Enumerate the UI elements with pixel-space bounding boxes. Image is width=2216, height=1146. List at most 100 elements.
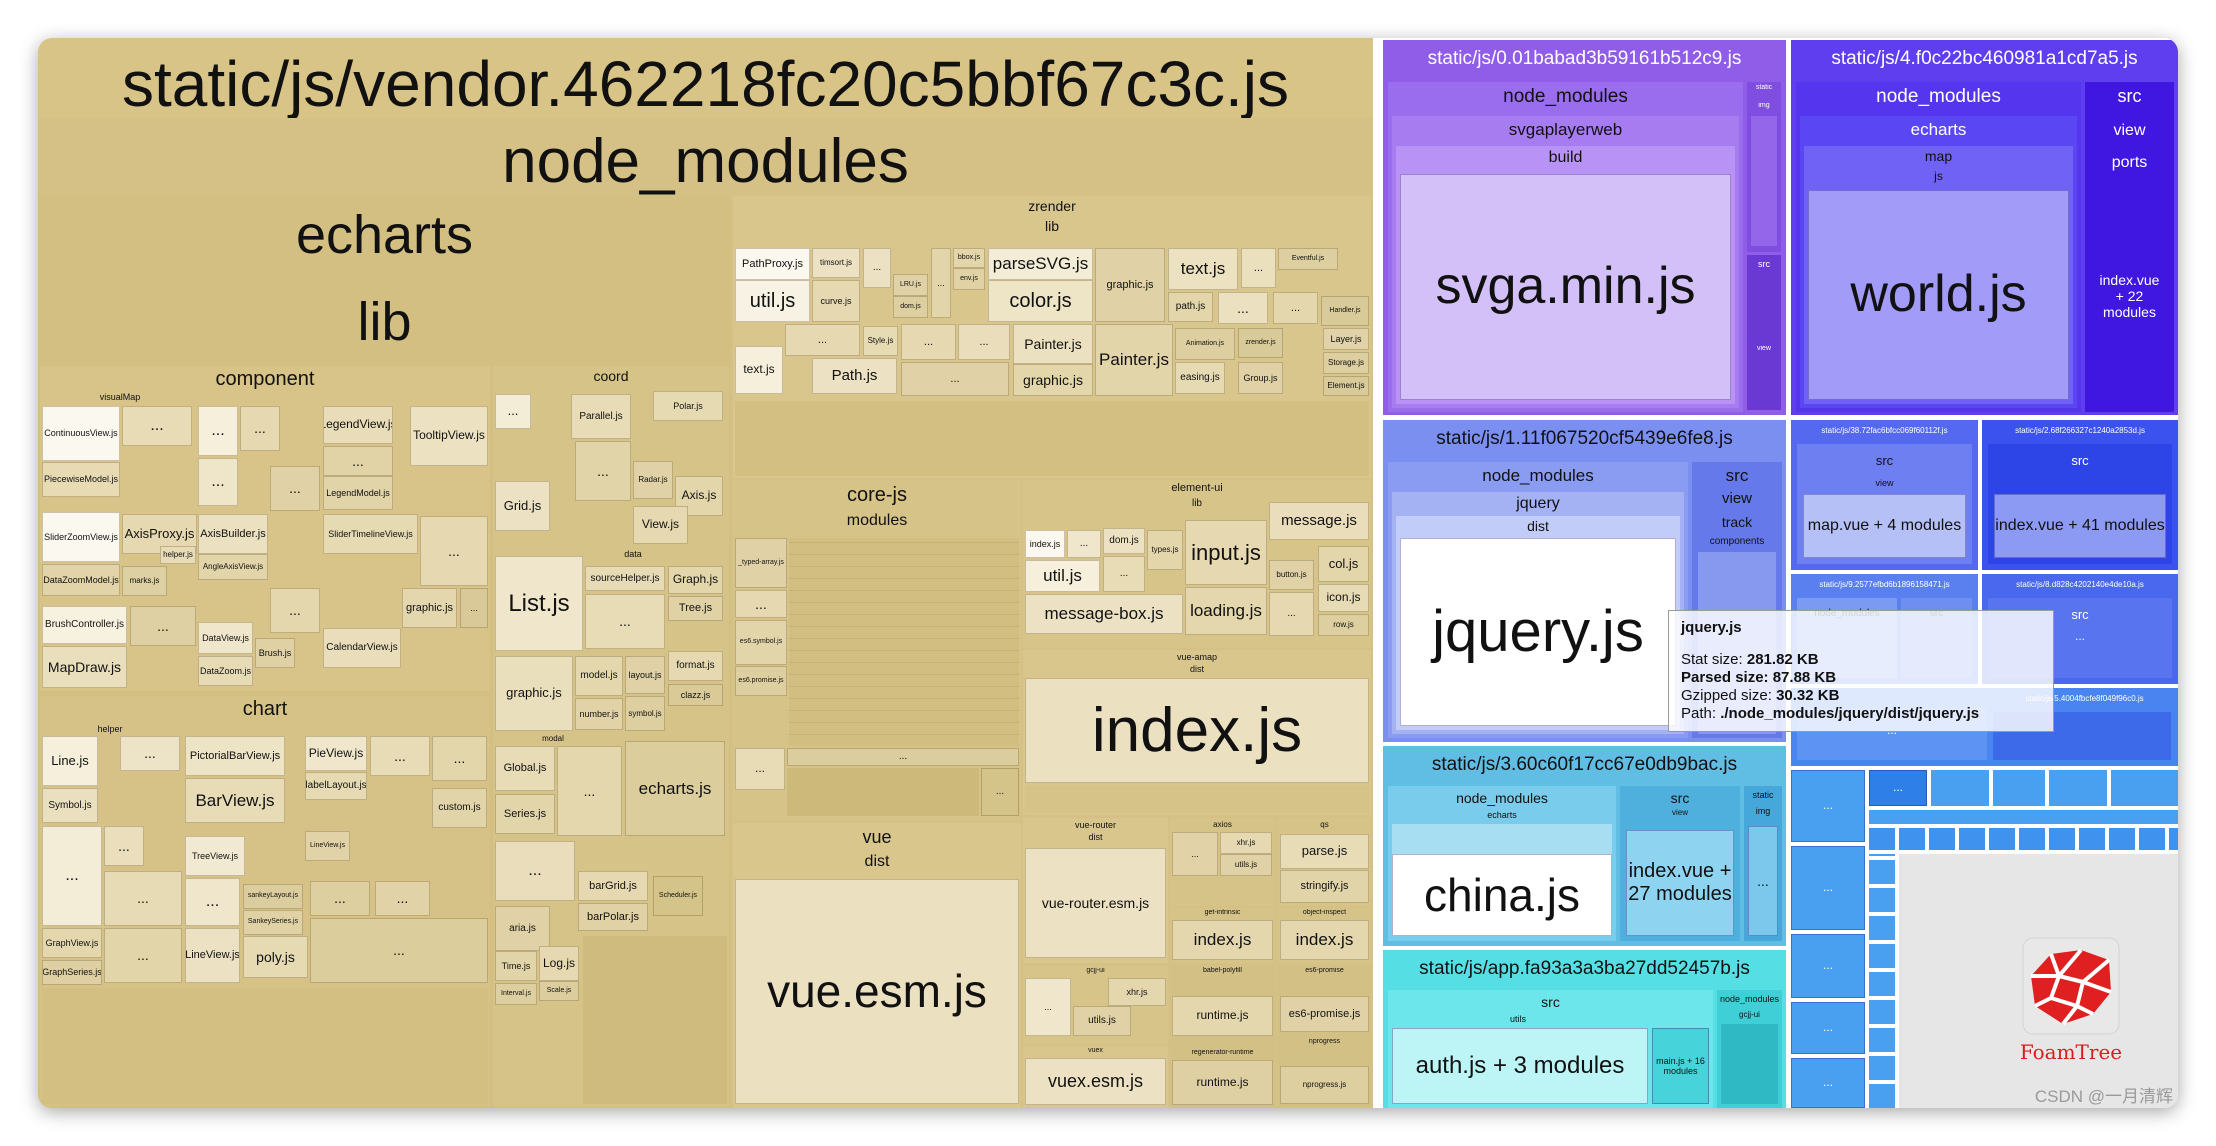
app-src[interactable]: src utils auth.js + 3 modules main.js + … <box>1388 990 1713 1108</box>
timsort-file[interactable]: timsort.js <box>812 248 860 278</box>
gcjui-xhr-file[interactable]: xhr.js <box>1108 978 1166 1006</box>
style-file[interactable]: Style.js <box>863 326 898 356</box>
core-more-3[interactable]: ... <box>787 748 1019 766</box>
custom-file[interactable]: custom.js <box>432 788 487 828</box>
zr-more-9[interactable]: ... <box>901 362 1009 396</box>
axis-file[interactable]: Axis.js <box>675 476 723 516</box>
eui-types-file[interactable]: types.js <box>1147 530 1183 570</box>
tiny-chunk-6[interactable]: ... <box>1869 770 1927 806</box>
chunk0[interactable]: static/js/0.01babad3b59161b512c9.js node… <box>1383 40 1786 415</box>
legendview-file[interactable]: LegendView.js <box>323 406 393 444</box>
coord-more-3[interactable]: ... <box>585 594 665 649</box>
list-file[interactable]: List.js <box>495 556 583 651</box>
format-file[interactable]: format.js <box>668 651 723 681</box>
vueamap-index-file[interactable]: index.js <box>1025 678 1369 783</box>
chunk1[interactable]: static/js/1.11f067520cf5439e6fe8.js node… <box>1383 420 1786 742</box>
pictorialbarview-file[interactable]: PictorialBarView.js <box>185 736 285 776</box>
coord-more-5[interactable]: ... <box>495 841 575 901</box>
vuerouter-folder[interactable]: vue-router dist vue-router.esm.js <box>1023 818 1168 963</box>
chunk4-map[interactable]: map js world.js <box>1804 146 2073 404</box>
parallel-file[interactable]: Parallel.js <box>571 394 631 439</box>
symbol-file[interactable]: Symbol.js <box>42 788 98 823</box>
zr-more-8[interactable]: ... <box>958 324 1010 360</box>
objectinspect-index-file[interactable]: index.js <box>1280 920 1369 960</box>
vue-esm-file[interactable]: vue.esm.js <box>735 879 1019 1104</box>
layout-file[interactable]: layout.js <box>625 656 665 694</box>
zr-more-5[interactable]: ... <box>1273 292 1318 324</box>
zr-graphic-file[interactable]: graphic.js <box>1095 248 1165 322</box>
graph-file[interactable]: Graph.js <box>668 566 723 594</box>
component-more-3[interactable]: ... <box>198 458 238 506</box>
chunk1-node-modules[interactable]: node_modules jquery dist jquery.js <box>1388 462 1688 738</box>
tree-file[interactable]: Tree.js <box>668 596 723 621</box>
objectinspect-folder[interactable]: object-inspect index.js <box>1278 908 1371 963</box>
parsesvg-file[interactable]: parseSVG.js <box>988 248 1093 280</box>
zr-more-2[interactable]: ... <box>931 248 951 318</box>
qs-folder[interactable]: qs parse.js stringify.js <box>1278 818 1371 906</box>
chunk-b[interactable]: static/js/2.68f266327c1240a2853d.js src … <box>1982 420 2178 570</box>
chunk3-static[interactable]: static img ... <box>1744 786 1782 941</box>
line-file[interactable]: Line.js <box>42 736 98 786</box>
element-file[interactable]: Element.js <box>1323 376 1369 396</box>
component-more-9[interactable]: ... <box>270 466 320 511</box>
coord-more-4[interactable]: ... <box>557 746 622 836</box>
eui-more-2[interactable]: ... <box>1103 556 1145 592</box>
app-node-modules[interactable]: node_modules gcjj-ui <box>1717 990 1782 1108</box>
barview-file[interactable]: BarView.js <box>185 778 285 823</box>
zr-more-1[interactable]: ... <box>863 248 891 288</box>
painter2-file[interactable]: Painter.js <box>1095 324 1173 396</box>
chart-more-10[interactable]: ... <box>310 918 488 983</box>
app-chunk[interactable]: static/js/app.fa93a3a3ba27dd52457b.js sr… <box>1383 950 1786 1108</box>
zr-more-6[interactable]: ... <box>785 324 860 356</box>
clazz-file[interactable]: clazz.js <box>668 684 723 706</box>
helper-file[interactable]: helper.js <box>160 546 196 564</box>
coord-folder[interactable]: coord Polar.js Parallel.js Radar.js Grid… <box>493 366 729 1106</box>
grid-file[interactable]: Grid.js <box>495 481 550 531</box>
echartsjs-file[interactable]: echarts.js <box>625 741 725 836</box>
storage-file[interactable]: Storage.js <box>1323 352 1369 374</box>
calendarview-file[interactable]: CalendarView.js <box>323 628 401 668</box>
vendor-chunk[interactable]: static/js/vendor.462218fc20c5bbf67c3c.js… <box>38 38 1373 1108</box>
sankeylayout-file[interactable]: sankeyLayout.js <box>243 884 303 909</box>
vue-folder[interactable]: vue dist vue.esm.js <box>733 823 1021 1108</box>
tiny-chunk-11[interactable] <box>1869 810 2178 824</box>
china-file[interactable]: china.js <box>1392 854 1612 936</box>
handler-file[interactable]: Handler.js <box>1321 296 1369 326</box>
chunk3-static-more[interactable]: ... <box>1748 826 1778 936</box>
chart-more-5[interactable]: ... <box>432 736 487 781</box>
es6promise-core-file[interactable]: es6.promise.js <box>735 666 787 696</box>
coord-more-2[interactable]: ... <box>575 441 631 501</box>
chart-more-8[interactable]: ... <box>375 881 430 916</box>
chunk3-node-modules[interactable]: node_modules echarts china.js <box>1388 786 1616 941</box>
typedarray-file[interactable]: _typed-array.js <box>735 538 787 588</box>
bbox-file[interactable]: bbox.js <box>953 248 985 268</box>
chart-more-2[interactable]: ... <box>104 826 144 866</box>
es6promise-folder[interactable]: es6-promise es6-promise.js nprogress npr… <box>1278 966 1371 1108</box>
series-file[interactable]: Series.js <box>495 794 555 834</box>
barpolar-file[interactable]: barPolar.js <box>578 903 648 931</box>
treeview-file[interactable]: TreeView.js <box>185 836 245 876</box>
lru-file[interactable]: LRU.js <box>893 274 928 296</box>
core-more-1[interactable]: ... <box>735 590 787 618</box>
vuex-folder[interactable]: vuex vuex.esm.js <box>1023 1046 1168 1108</box>
easing-file[interactable]: easing.js <box>1175 362 1225 394</box>
chunk0-node-modules[interactable]: node_modules svgaplayerweb build svga.mi… <box>1388 82 1743 412</box>
model-file[interactable]: model.js <box>575 656 623 696</box>
authjs-file[interactable]: auth.js + 3 modules <box>1392 1028 1648 1104</box>
gcjui-more[interactable]: ... <box>1025 978 1071 1036</box>
qs-parse-file[interactable]: parse.js <box>1280 834 1369 869</box>
vuerouter-esm-file[interactable]: vue-router.esm.js <box>1025 848 1166 958</box>
es6promisejs-file[interactable]: es6-promise.js <box>1280 996 1369 1032</box>
tiny-chunk-3[interactable]: ... <box>1791 934 1865 998</box>
number-file[interactable]: number.js <box>575 698 623 730</box>
getintrinsic-index-file[interactable]: index.js <box>1172 920 1273 960</box>
babel-runtime-file[interactable]: runtime.js <box>1172 996 1273 1036</box>
zr-more-3[interactable]: ... <box>1241 248 1276 288</box>
axisbuilder-file[interactable]: AxisBuilder.js <box>198 514 268 554</box>
text-file[interactable]: text.js <box>735 346 783 394</box>
chart-more-6[interactable]: ... <box>370 736 430 776</box>
gcjui-utils-file[interactable]: utils.js <box>1073 1006 1131 1036</box>
eui-dom-file[interactable]: dom.js <box>1103 528 1145 554</box>
sankeyseries-file[interactable]: SankeySeries.js <box>243 910 303 935</box>
core-more-2[interactable]: ... <box>735 748 785 790</box>
